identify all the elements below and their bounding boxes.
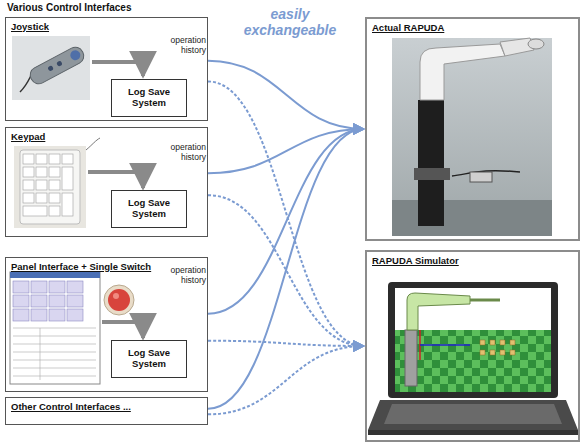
flow-label: operation history (150, 143, 206, 163)
box-label: Log Save System (112, 348, 186, 370)
log-box: Log Save System (111, 340, 187, 378)
interface-panel: JoystickLog Save System (5, 17, 208, 121)
interface-panel: Other Control Interfaces ... (5, 397, 208, 425)
flow-label: operation history (150, 36, 206, 56)
log-box: Log Save System (111, 79, 187, 117)
dotted-connector (208, 81, 364, 346)
panel-heading: Joystick (11, 21, 49, 32)
box-label: Log Save System (112, 87, 186, 109)
panel-heading: Keypad (11, 131, 45, 142)
log-box: Log Save System (111, 190, 187, 228)
panel-screenshot (10, 272, 100, 384)
box-label: Log Save System (112, 198, 186, 220)
rapuda-photo (392, 38, 552, 236)
interface-panel: Actual RAPUDA (365, 17, 580, 241)
panel-heading: Actual RAPUDA (372, 22, 444, 33)
annotation-text: easily exchangeable (240, 6, 340, 38)
diagram-title: Various Control Interfaces (7, 2, 131, 13)
panel-heading: RAPUDA Simulator (372, 255, 459, 266)
single-switch-photo (104, 285, 134, 315)
panel-heading: Other Control Interfaces ... (11, 401, 131, 412)
laptop-simulator (368, 282, 578, 435)
solid-connector (208, 129, 364, 314)
joystick-photo (12, 36, 90, 100)
flow-label: operation history (150, 266, 206, 286)
interface-panel: RAPUDA Simulator (365, 250, 580, 442)
keypad-photo (14, 138, 100, 228)
solid-connector (208, 129, 364, 409)
dotted-connector (208, 346, 364, 414)
dotted-connector (208, 341, 364, 346)
solid-connector (208, 61, 364, 129)
interface-panel: Panel Interface + Single SwitchLog Save … (5, 257, 208, 392)
panel-heading: Panel Interface + Single Switch (11, 261, 151, 272)
